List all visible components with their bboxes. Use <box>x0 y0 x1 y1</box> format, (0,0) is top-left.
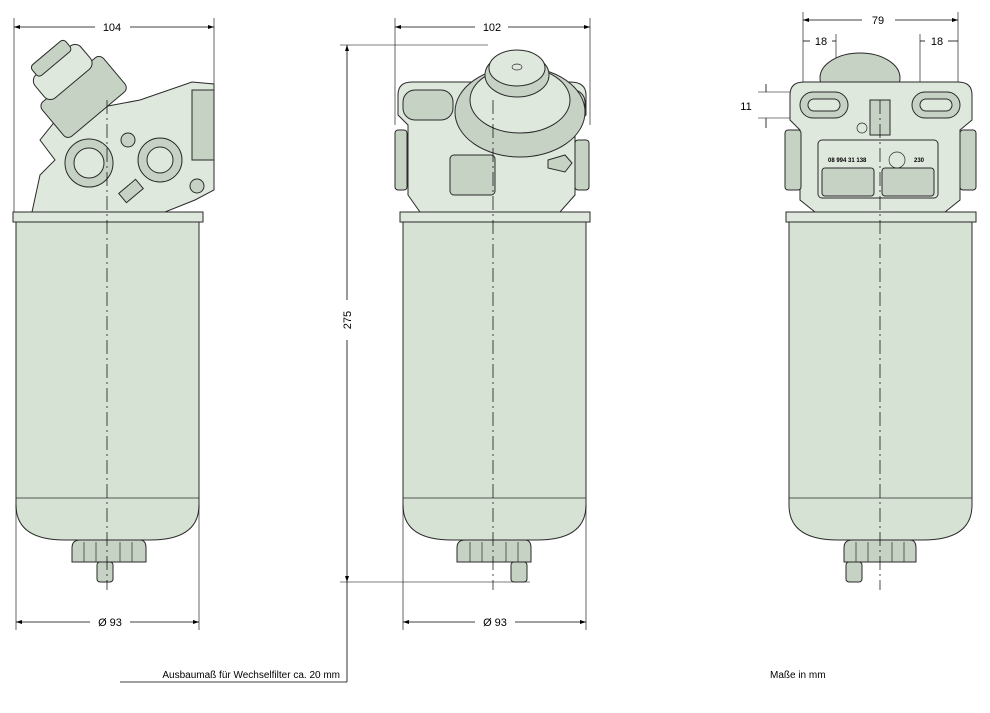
dim-back-width: 79 <box>802 12 959 90</box>
dim-label-side-width: 104 <box>103 22 121 34</box>
dim-label-back-width: 79 <box>872 15 884 27</box>
dim-label-front-width: 102 <box>483 22 501 34</box>
front-dome-cap <box>454 49 586 158</box>
front-filter-bowl <box>402 221 587 541</box>
dim-side-width: 104 <box>13 18 215 215</box>
dim-label-overall-height: 275 <box>342 311 354 329</box>
dim-label-side-diameter: Ø 93 <box>98 617 122 629</box>
part-number-marking: 08 994 31 138 <box>828 158 867 164</box>
dim-label-slot-left: 18 <box>815 36 827 48</box>
side-drain-knob <box>71 539 147 583</box>
side-filter-bowl <box>15 221 200 541</box>
dim-label-slot-right: 18 <box>931 36 943 48</box>
dim-overall-height: 275 <box>120 44 530 683</box>
dim-label-slot-height: 11 <box>740 101 751 113</box>
dim-front-diameter: Ø 93 <box>402 505 587 630</box>
dim-label-front-diameter: Ø 93 <box>483 617 507 629</box>
side-tilted-cap <box>30 39 127 138</box>
back-filter-bowl <box>788 221 973 541</box>
dim-front-width: 102 <box>394 18 591 125</box>
units-note: Maße in mm <box>770 670 826 681</box>
dim-side-diameter: Ø 93 <box>15 505 200 630</box>
back-view: 79 18 18 11 <box>740 12 977 681</box>
side-view: 104 <box>12 18 215 630</box>
front-view: 102 275 <box>120 18 591 683</box>
front-drain-knob <box>456 539 532 583</box>
part-badge-marking: 230 <box>914 158 925 164</box>
removal-clearance-note: Ausbaumaß für Wechselfilter ca. 20 mm <box>162 670 340 681</box>
